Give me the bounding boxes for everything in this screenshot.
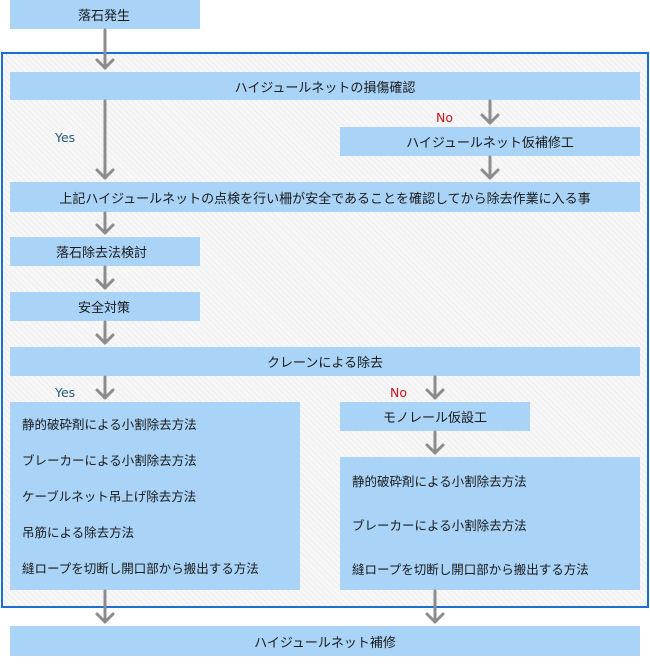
arrow-check-to-temp-repair [480,99,500,125]
method-right-item: ブレーカーによる小割除去方法 [352,518,527,533]
method-right-item: 縫ロープを切断し開口部から搬出する方法 [352,562,589,577]
label-yes-2: Yes [55,385,76,400]
node-net-check-label: ハイジュールネットの損傷確認 [234,80,416,96]
node-temp-repair: ハイジュールネット仮補修工 [340,127,640,156]
arrow-study-to-safety [95,265,115,290]
node-study-method: 落石除去法検討 [10,237,200,266]
method-left-item: 吊筋による除去方法 [22,525,135,540]
node-crane-removal: クレーンによる除去 [10,347,640,376]
arrow-left-to-final [95,589,115,624]
node-confirm-safety: 上記ハイジュールネットの点検を行い柵が安全であることを確認してから除去作業に入る… [10,182,640,212]
node-net-check: ハイジュールネットの損傷確認 [10,72,640,100]
node-final-repair-label: ハイジュールネット補修 [254,635,396,651]
node-confirm-safety-label: 上記ハイジュールネットの点検を行い柵が安全であることを確認してから除去作業に入る… [59,191,591,207]
method-left-item: ブレーカーによる小割除去方法 [22,453,197,468]
method-left-item: 縫ロープを切断し開口部から搬出する方法 [22,561,259,576]
label-yes-1: Yes [55,130,76,145]
methods-right-box: 静的破砕剤による小割除去方法 ブレーカーによる小割除去方法 縫ロープを切断し開口… [340,457,640,590]
node-monorail-label: モノレール仮設工 [382,411,487,426]
node-temp-repair-label: ハイジュールネット仮補修工 [406,136,574,151]
method-left-item: ケーブルネット吊上げ除去方法 [22,489,197,504]
node-safety-measures: 安全対策 [10,292,200,321]
node-study-method-label: 落石除去法検討 [56,246,148,261]
arrow-right-to-final [425,589,445,624]
arrow-monorail-to-methods [425,430,445,455]
method-right-item: 静的破砕剤による小割除去方法 [352,474,527,489]
label-no-1: No [436,110,453,125]
arrow-check-to-confirm [95,99,115,180]
method-left-item: 静的破砕剤による小割除去方法 [22,417,197,432]
node-monorail: モノレール仮設工 [340,402,530,431]
node-rockfall: 落石発生 [10,0,200,29]
methods-left-box: 静的破砕剤による小割除去方法 ブレーカーによる小割除去方法 ケーブルネット吊上げ… [10,402,300,590]
node-rockfall-label: 落石発生 [78,9,131,24]
node-safety-measures-label: 安全対策 [78,301,131,316]
arrow-rockfall-to-check [95,28,115,70]
arrow-confirm-to-study [95,211,115,235]
node-final-repair: ハイジュールネット補修 [10,626,640,656]
arrow-crane-to-monorail [425,375,445,400]
arrow-temp-repair-to-confirm [480,155,500,180]
arrow-safety-to-crane [95,320,115,345]
label-no-2: No [390,385,407,400]
arrow-crane-to-methods [95,375,115,400]
node-crane-removal-label: クレーンによる除去 [267,356,383,371]
